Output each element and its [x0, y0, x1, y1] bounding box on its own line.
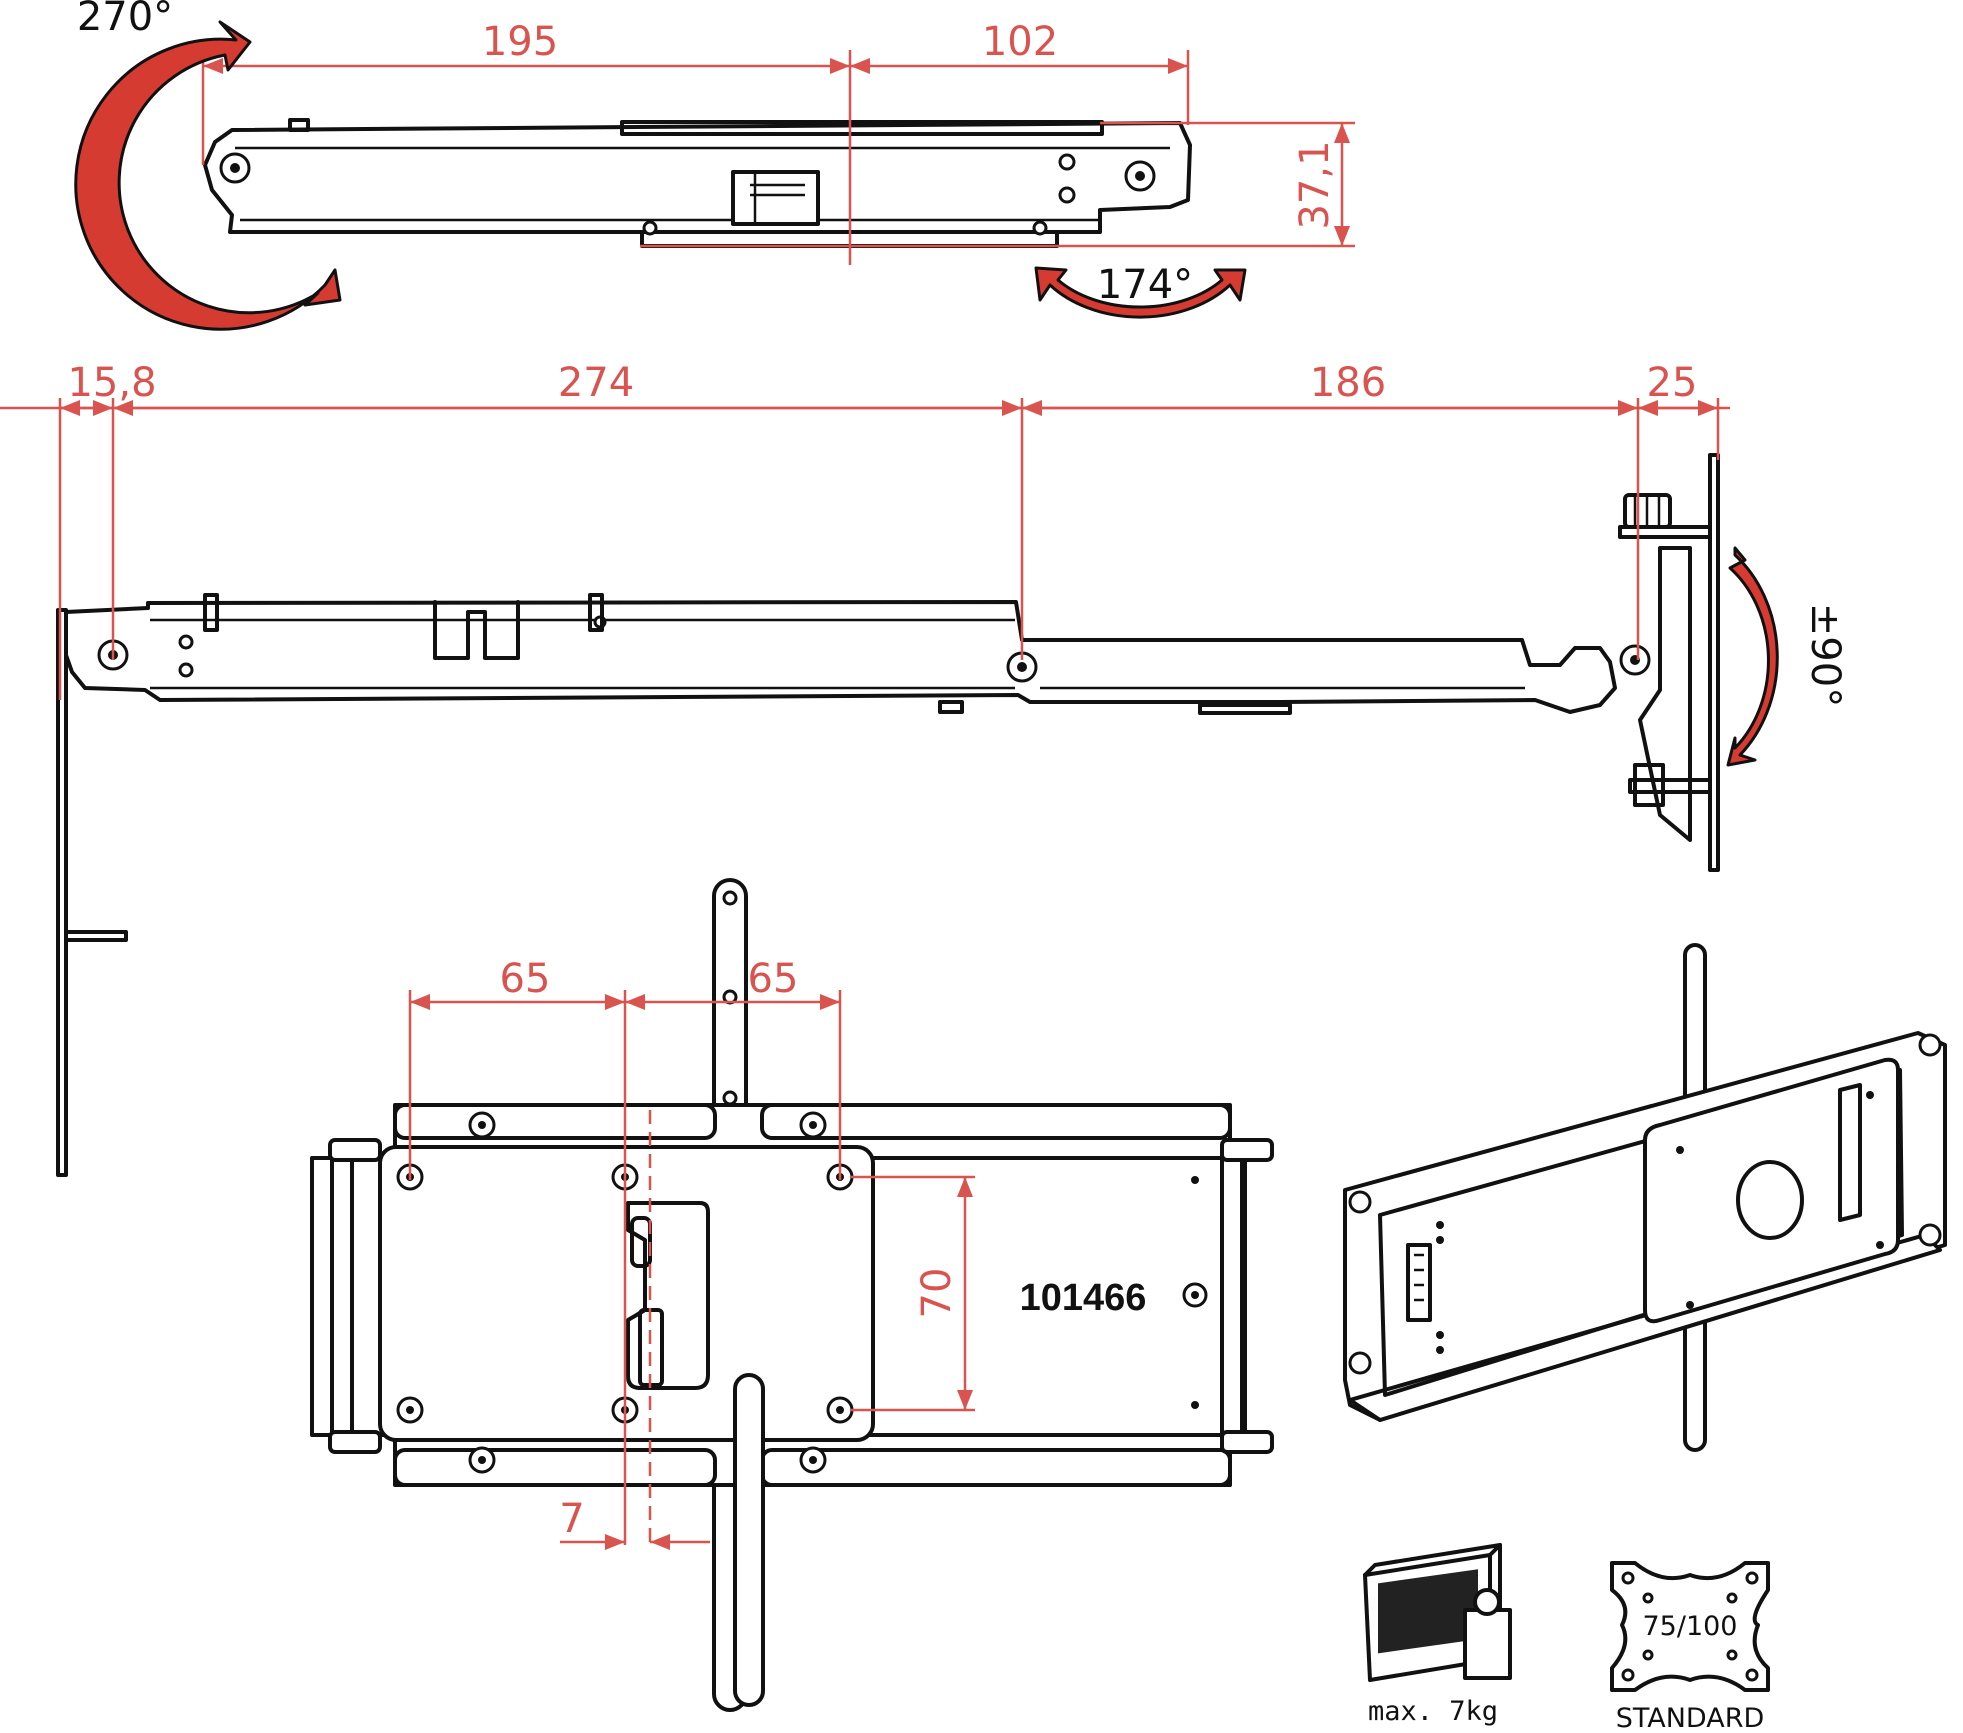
- max-load-label: max. 7kg: [1368, 1696, 1498, 1727]
- vesa-spec: 75/100 STANDARD: [1610, 1561, 1770, 1733]
- arrow-90: ±90°: [1726, 546, 1848, 767]
- dim-7: 7: [559, 1496, 584, 1542]
- vesa-pattern-label: 75/100: [1643, 1611, 1738, 1642]
- dim-70: 70: [914, 1268, 960, 1319]
- wall-plate-right: [1708, 453, 1720, 872]
- side-view-arm: [56, 453, 1720, 1177]
- top-view-arm: [203, 118, 1192, 248]
- arrow-174: 174°: [1034, 262, 1247, 319]
- front-view-arm: 101466: [310, 878, 1274, 1712]
- front-view: 101466 65 65 70 7: [310, 878, 1274, 1712]
- side-view: 15,8 274 186 25 ±90°: [0, 360, 1848, 1177]
- front-dimensions: 65 65 70 7: [408, 956, 975, 1550]
- dim-37-1: 37,1: [1292, 140, 1338, 229]
- max-load-spec: max. 7kg: [1363, 1543, 1512, 1727]
- perspective-view: [1343, 943, 1947, 1452]
- top-view: 195 102 37,1 270° 174°: [74, 0, 1355, 331]
- vesa-plate: [378, 1145, 875, 1442]
- dim-15-8: 15,8: [67, 360, 156, 406]
- top-dimensions: 195 102 37,1: [201, 19, 1355, 265]
- vesa-standard-label: STANDARD: [1616, 1703, 1765, 1733]
- dim-195: 195: [482, 19, 558, 65]
- dim-65-left: 65: [500, 956, 551, 1002]
- angle-270-label: 270°: [77, 0, 173, 40]
- arrow-270: 270°: [74, 0, 342, 331]
- dim-102: 102: [982, 19, 1058, 65]
- dim-274: 274: [558, 360, 634, 406]
- weight-icon: [1363, 1543, 1512, 1682]
- angle-174-label: 174°: [1097, 262, 1193, 308]
- dim-65-right: 65: [748, 956, 799, 1002]
- side-dimensions: 15,8 274 186 25: [0, 360, 1730, 700]
- angle-90-label: ±90°: [1802, 603, 1848, 707]
- dim-25: 25: [1647, 360, 1698, 406]
- model-number: 101466: [1020, 1277, 1147, 1319]
- dim-186: 186: [1310, 360, 1386, 406]
- wall-plate-left: [56, 608, 68, 1177]
